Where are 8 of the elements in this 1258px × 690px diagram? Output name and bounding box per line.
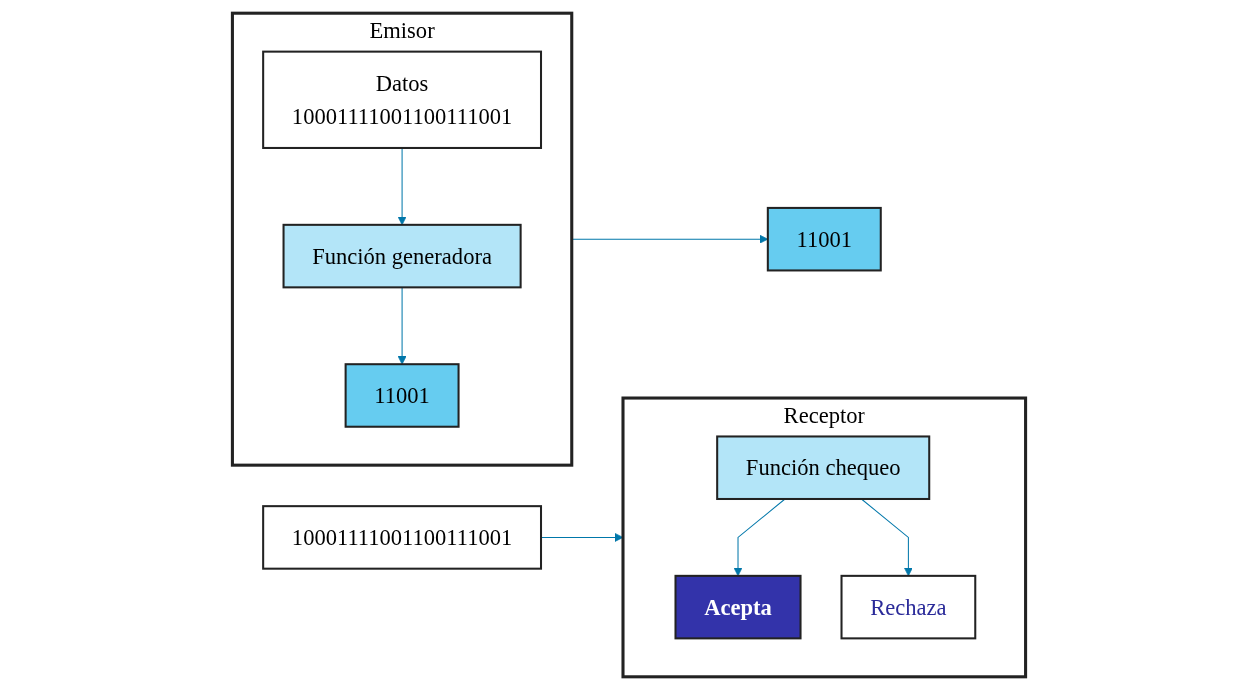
node-box: Datos 10001111001100111001 <box>262 50 543 149</box>
node-box: Rechaza <box>840 574 977 640</box>
node-box: 11001 <box>766 206 882 272</box>
node-box: 10001111001100111001 <box>262 505 543 570</box>
node-box: Acepta <box>674 574 802 640</box>
node-box: Función generadora <box>282 223 522 289</box>
node-box: 11001 <box>344 363 460 428</box>
node-box: Función chequeo <box>716 435 931 500</box>
